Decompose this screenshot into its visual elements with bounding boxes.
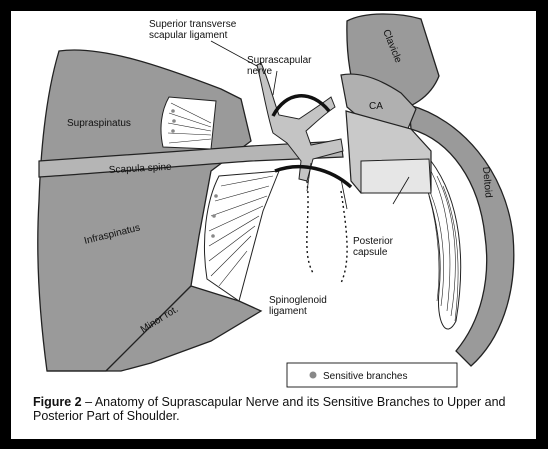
- suprascapular-nerve-trunk: [257, 63, 343, 181]
- label-ca: CA: [369, 101, 383, 112]
- sensitive-branch-dotted: [307, 181, 347, 283]
- anatomy-diagram: Superior transverse scapular ligament Su…: [11, 11, 536, 439]
- spinoglenoid-arc: [275, 167, 351, 187]
- label-supraspinatus: Supraspinatus: [67, 118, 131, 129]
- caption-figure-number: Figure 2: [33, 395, 82, 409]
- caption-text: – Anatomy of Suprascapular Nerve and its…: [33, 395, 505, 423]
- legend: Sensitive branches: [287, 363, 457, 387]
- label-spinoglenoid-ligament: Spinoglenoid ligament: [269, 295, 330, 317]
- label-superior-transverse-ligament: Superior transverse scapular ligament: [149, 19, 239, 41]
- posterior-capsule-region: [361, 159, 431, 193]
- legend-text: Sensitive branches: [323, 371, 408, 382]
- legend-dot: [310, 372, 317, 379]
- label-suprascapular-nerve: Suprascapular nerve: [247, 55, 314, 77]
- figure-caption: Figure 2 – Anatomy of Suprascapular Nerv…: [33, 395, 528, 423]
- label-posterior-capsule: Posterior capsule: [353, 236, 396, 258]
- figure-frame: Superior transverse scapular ligament Su…: [11, 11, 536, 439]
